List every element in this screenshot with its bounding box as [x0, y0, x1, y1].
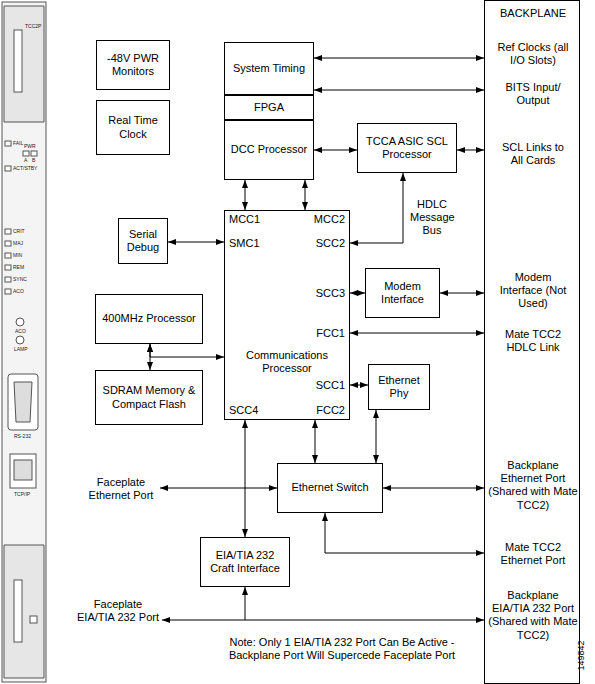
connector-arrow — [168, 242, 224, 243]
node-text: Mate TCC2 Ethernet Port — [493, 541, 573, 567]
node-text: Real Time Clock — [100, 114, 166, 140]
processor-box: MCC1 MCC2SMC1 SCC2SCC3FCC1Communications P… — [224, 210, 350, 420]
phy-box: Ethernet Phy — [368, 364, 430, 410]
clock-box: Real Time Clock — [96, 100, 170, 155]
node-text: BITS Input/ Output — [495, 81, 571, 107]
monitor-box: -48V PWR Monitors — [96, 40, 170, 90]
led-label: PWR — [24, 144, 36, 149]
debug-box: Serial Debug — [118, 218, 168, 264]
fpga-box: FPGA — [224, 95, 314, 120]
led-label: MAJ — [13, 241, 23, 246]
node-text: Backplane Ethernet Port (Shared with Mat… — [488, 459, 578, 512]
node-text: Modem Interface — [369, 280, 436, 306]
connector-arrow — [314, 58, 484, 59]
node-text: Ref Clocks (all I/O Slots) — [493, 41, 573, 67]
led-label: REM — [13, 265, 24, 270]
connector-arrow — [383, 488, 484, 489]
node-text: MCC2 — [305, 213, 345, 226]
note-text: Note: Only 1 EIA/TIA 232 Port Can Be Act… — [206, 636, 478, 662]
led-label: ACT/STBY — [13, 166, 37, 171]
timing-box: System Timing — [224, 42, 314, 95]
node-text: SMC1 — [229, 237, 269, 250]
interface-box: Modem Interface — [365, 268, 440, 318]
connector-arrow — [350, 333, 484, 334]
port-label: Faceplate EIA/TIA 232 Port — [76, 598, 160, 624]
node-text: SCL Links to All Cards — [496, 141, 570, 167]
node-text: Ethernet Switch — [291, 481, 368, 494]
connector-arrow — [150, 344, 224, 357]
connector-arrow — [314, 150, 357, 151]
node-text: Communications Processor — [233, 349, 341, 375]
port-label: TCP/IP — [14, 492, 30, 497]
node-text: EIA/TIA 232 Craft Interface — [204, 549, 286, 575]
node-text: DCC Processor — [231, 143, 307, 156]
card-faceplate — [2, 2, 46, 682]
figure-number: 149842 — [576, 640, 587, 670]
connector-arrow — [325, 513, 484, 553]
node-text: System Timing — [233, 62, 305, 75]
node-text: FCC2 — [305, 404, 345, 417]
processor-box: DCC Processor — [224, 120, 314, 180]
node-text: FPGA — [254, 101, 284, 114]
connector-arrow — [376, 410, 377, 463]
node-text: SCC3 — [305, 287, 345, 300]
button-label: ACO — [15, 329, 26, 334]
node-text: 400MHz Processor — [102, 312, 196, 325]
asic-box: TCCA ASIC SCL Processor — [357, 123, 457, 173]
led-label: SYNC — [13, 277, 27, 282]
node-text: Mate TCC2 HDLC Link — [498, 328, 568, 354]
node-text: Serial Debug — [122, 228, 164, 254]
connector-arrow — [457, 150, 484, 151]
switch-box: Ethernet Switch — [277, 463, 383, 513]
connector-arrow — [315, 420, 316, 463]
node-text: SCC1 — [305, 379, 345, 392]
node-text: FCC1 — [305, 327, 345, 340]
node-text: Modem Interface (Not Used) — [498, 271, 568, 311]
node-text: MCC1 — [229, 213, 269, 226]
port-label: RS-232 — [14, 434, 31, 439]
connector-arrow — [305, 180, 306, 210]
node-text: TCCA ASIC SCL Processor — [361, 135, 453, 161]
interface-box: EIA/TIA 232 Craft Interface — [200, 537, 290, 587]
node-text: -48V PWR Monitors — [100, 52, 166, 78]
faceplate-label: TCC2P — [25, 24, 41, 29]
node-text: Backplane EIA/TIA 232 Port (Shared with … — [488, 589, 578, 642]
connector-arrow — [245, 420, 246, 537]
port-label: Faceplate Ethernet Port — [86, 476, 156, 502]
led-label: A — [24, 158, 27, 163]
node-text: SDRAM Memory & Compact Flash — [99, 384, 199, 410]
button-label: LAMP — [14, 347, 28, 352]
node-text: SCC2 — [305, 237, 345, 250]
connector-arrow — [245, 587, 484, 620]
node-text: SCC4 — [229, 404, 269, 417]
processor-box: 400MHz Processor — [95, 294, 203, 344]
led-label: FAIL — [13, 141, 23, 146]
connector-arrow — [440, 293, 484, 294]
connector-arrow — [314, 90, 484, 91]
memory-box: SDRAM Memory & Compact Flash — [95, 370, 203, 425]
led-label: ACO — [13, 289, 24, 294]
led-label: MIN — [13, 253, 22, 258]
led-label: CRIT — [13, 229, 25, 234]
connector-arrow — [350, 293, 365, 294]
node-text: BACKPLANE — [488, 7, 578, 20]
connector-arrow — [245, 180, 246, 210]
led-label: B — [32, 158, 35, 163]
backplane-panel: BACKPLANE Ref Clocks (all I/O Slots) BITS … — [484, 0, 580, 684]
edge-label: HDLC Message Bus — [410, 198, 454, 238]
node-text: Ethernet Phy — [372, 374, 426, 400]
connector-arrow — [350, 385, 368, 386]
connector-arrow — [350, 173, 403, 243]
